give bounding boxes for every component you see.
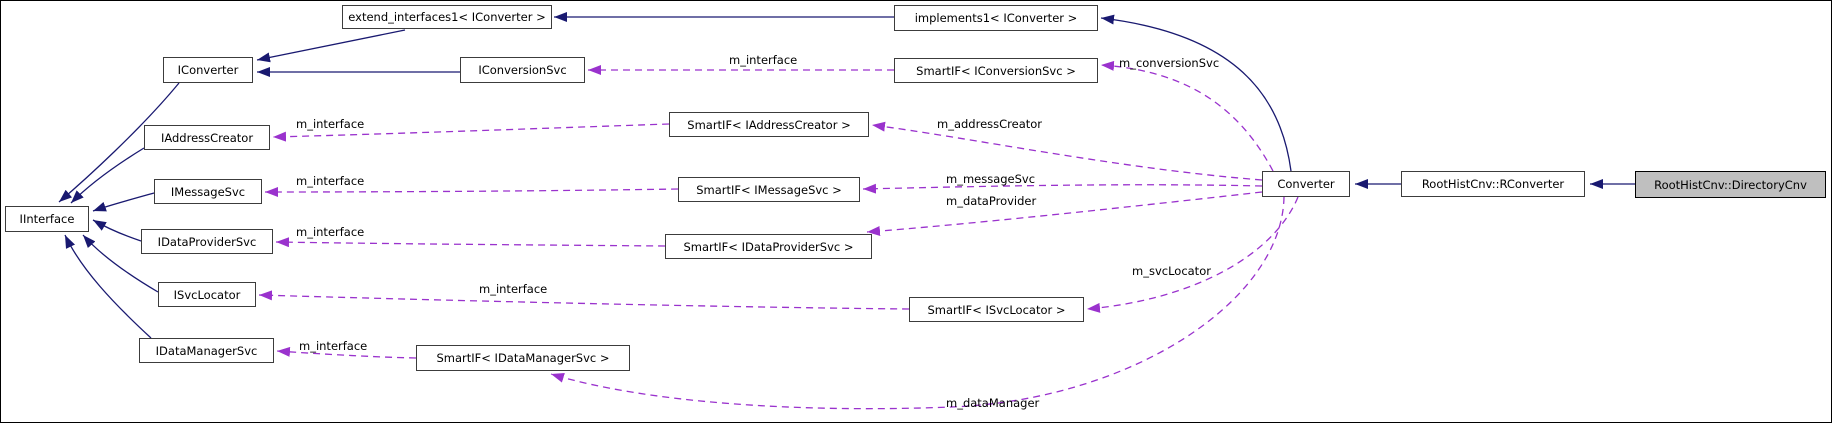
node-smartif-idatamanagersvc[interactable]: SmartIF< IDataManagerSvc > [416, 345, 630, 371]
node-smartif-imessagesvc[interactable]: SmartIF< IMessageSvc > [678, 177, 860, 202]
edge-label-m-svclocator: m_svcLocator [1132, 264, 1211, 278]
edge-smartif-iaddresscreator-to-iaddresscreator [272, 123, 670, 142]
edge-smartif-imessagesvc-to-imessagesvc [264, 186, 679, 197]
node-smartif-idataprovidersvc[interactable]: SmartIF< IDataProviderSvc > [665, 234, 872, 259]
edge-idataprovidersvc-to-iinterface [92, 219, 142, 242]
node-iconverter[interactable]: IConverter [163, 57, 253, 83]
edge-converter-to-smartif-isvclocator [1086, 196, 1299, 313]
edge-label-m-datamanager: m_dataManager [946, 396, 1040, 410]
edge-imessagesvc-to-iinterface [92, 192, 155, 212]
node-idatamanagersvc[interactable]: IDataManagerSvc [139, 338, 274, 363]
node-imessagesvc[interactable]: IMessageSvc [154, 179, 262, 204]
edge-label-m-interface-conversionsvc: m_interface [729, 53, 798, 67]
node-iconversionsvc[interactable]: IConversionSvc [460, 57, 585, 83]
edge-label-m-interface-svclocator: m_interface [479, 282, 548, 296]
node-converter[interactable]: Converter [1262, 171, 1350, 197]
node-isvclocator[interactable]: ISvcLocator [158, 282, 256, 307]
edge-converter-to-implements1 [1100, 14, 1292, 172]
edge-smartif-isvclocator-to-isvclocator [258, 290, 910, 310]
edge-label-m-interface-datamanagersvc: m_interface [299, 339, 368, 353]
edge-smartif-idataprovidersvc-to-idataprovidersvc [275, 237, 666, 248]
edge-label-m-conversionsvc: m_conversionSvc [1119, 56, 1220, 70]
edge-label-m-dataprovider: m_dataProvider [946, 194, 1037, 208]
edge-isvclocator-to-iinterface [82, 234, 159, 293]
edge-converter-to-smartif-iconversionsvc [1100, 60, 1274, 172]
node-smartif-iconversionsvc[interactable]: SmartIF< IConversionSvc > [894, 58, 1098, 83]
edge-converter-to-smartif-idataprovidersvc [866, 191, 1263, 237]
node-idataprovidersvc[interactable]: IDataProviderSvc [141, 229, 273, 254]
edge-smartif-idatamanagersvc-to-idatamanagersvc [276, 346, 417, 359]
node-implements1[interactable]: implements1< IConverter > [894, 5, 1098, 31]
edge-label-m-messagesvc: m_messageSvc [946, 172, 1036, 186]
node-iaddresscreator[interactable]: IAddressCreator [144, 125, 270, 150]
edge-label-m-interface-addresscreator: m_interface [296, 117, 365, 131]
node-smartif-isvclocator[interactable]: SmartIF< ISvcLocator > [909, 297, 1084, 322]
node-smartif-iaddresscreator[interactable]: SmartIF< IAddressCreator > [669, 112, 869, 137]
node-roothistcnv-directorycnv: RootHistCnv::DirectoryCnv [1635, 171, 1826, 198]
edge-label-m-interface-messagesvc: m_interface [296, 174, 365, 188]
edge-converter-to-smartif-imessagesvc [862, 183, 1263, 194]
node-iinterface[interactable]: IInterface [5, 206, 89, 232]
edge-converter-to-smartif-idatamanagersvc [550, 196, 1285, 410]
edge-iconverter-to-iinterface [58, 82, 180, 203]
edge-label-m-interface-dataprovidersvc: m_interface [296, 225, 365, 239]
edge-idatamanagersvc-to-iinterface [64, 234, 152, 339]
edge-iaddresscreator-to-iinterface [70, 147, 145, 204]
edge-converter-to-smartif-iaddresscreator [871, 121, 1263, 181]
edge-extend-interfaces1-to-iconverter [256, 29, 406, 63]
node-roothistcnv-rconverter[interactable]: RootHistCnv::RConverter [1401, 171, 1585, 197]
edge-label-m-addresscreator: m_addressCreator [937, 117, 1043, 131]
node-extend-interfaces1[interactable]: extend_interfaces1< IConverter > [342, 5, 552, 29]
